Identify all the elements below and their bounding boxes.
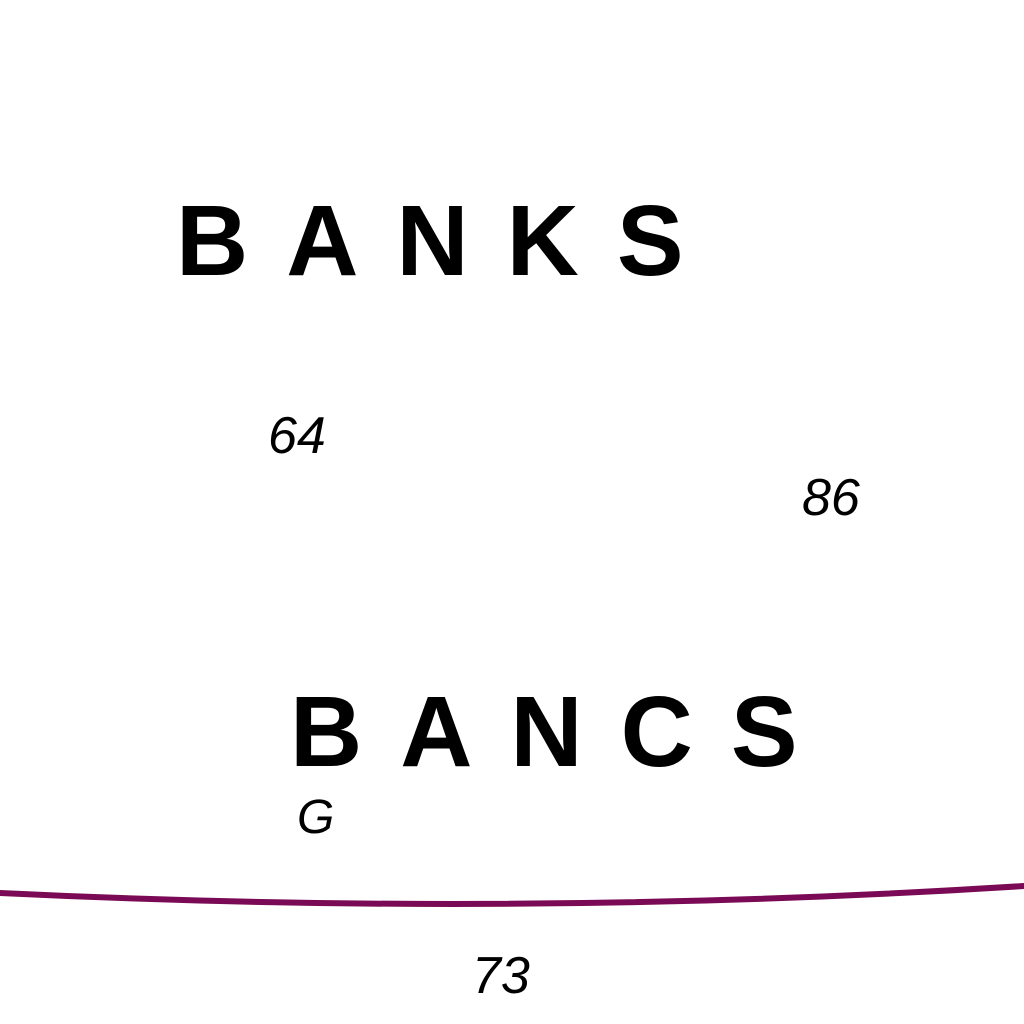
depth-sounding: 64	[268, 407, 326, 465]
area-label-french: BANCS	[290, 676, 836, 788]
boundary-line	[0, 883, 1024, 907]
depth-sounding: 86	[802, 469, 860, 527]
seabed-type-label: G	[297, 791, 335, 844]
area-label-english: BANKS	[176, 185, 722, 297]
depth-sounding: 73	[472, 947, 530, 1005]
